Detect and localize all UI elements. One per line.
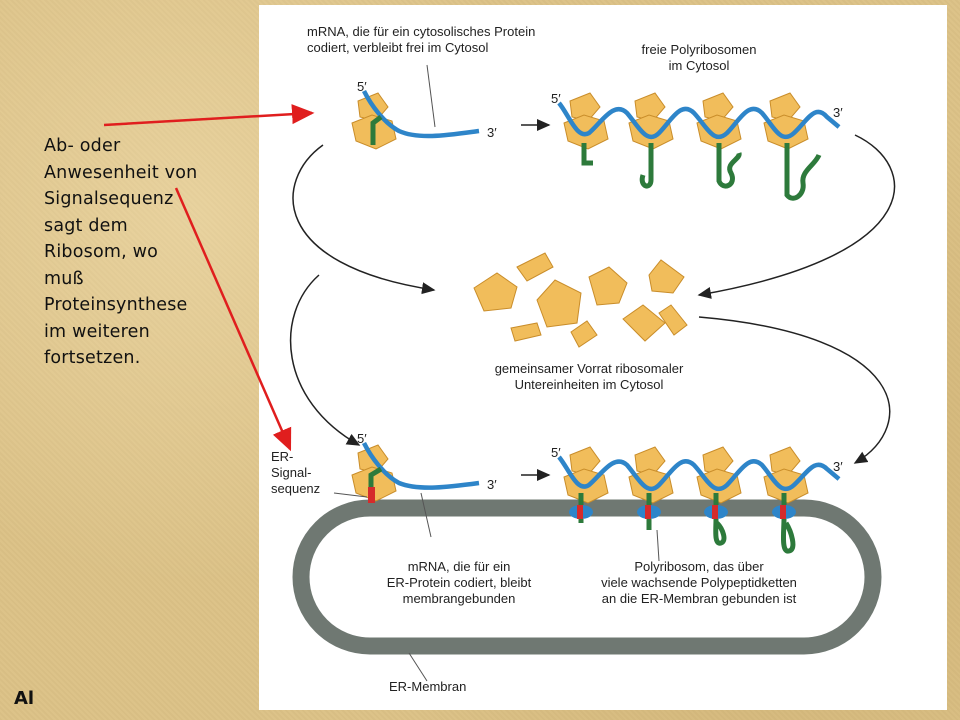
- label-mrna-cytosol-2: codiert, verbleibt frei im Cytosol: [307, 40, 488, 55]
- ribosome-subunit-pool: [473, 252, 688, 348]
- poly-er-leader-line: [656, 529, 660, 562]
- label-mrna-er-2: ER-Protein codiert, bleibt: [387, 575, 532, 590]
- label-pool-2: Untereinheiten im Cytosol: [515, 377, 664, 392]
- label-poly-er-2: viele wachsende Polypeptidketten: [601, 575, 797, 590]
- signal-leader-line: [333, 492, 368, 498]
- red-arrow-to-free-ribosome: [103, 104, 315, 127]
- five-prime-top-left: 5′: [357, 79, 367, 94]
- free-ribosome-cytosol: [351, 89, 480, 150]
- er-bound-ribosome: [351, 441, 480, 503]
- label-poly-er-3: an die ER-Membran gebunden ist: [602, 591, 797, 606]
- label-signal-1: ER-: [271, 449, 293, 464]
- arrow-from-pool-right: [698, 316, 891, 464]
- three-prime-bottom-right: 3′: [833, 459, 843, 474]
- diagram-panel: 5′ 3′ 5′ 3′ mRNA, die für ein cytosolisc…: [259, 5, 947, 710]
- arrow-from-pool-left: [289, 274, 361, 446]
- membrane-leader-line: [408, 652, 428, 682]
- arrow-to-pool-right: [697, 134, 896, 299]
- three-prime-bottom-left: 3′: [487, 477, 497, 492]
- free-polyribosome: [557, 92, 841, 201]
- label-mrna-cytosol-1: mRNA, die für ein cytosolisches Protein: [307, 24, 535, 39]
- er-polyribosome: [557, 446, 841, 554]
- red-arrow-to-signal-sequence: [174, 187, 292, 452]
- diagram-svg: 5′ 3′ 5′ 3′ mRNA, die für ein cytosolisc…: [271, 24, 896, 694]
- label-signal-3: sequenz: [271, 481, 320, 496]
- three-prime-top-left: 3′: [487, 125, 497, 140]
- five-prime-top-right: 5′: [551, 91, 561, 106]
- label-poly-er-1: Polyribosom, das über: [634, 559, 764, 574]
- label-pool-1: gemeinsamer Vorrat ribosomaler: [495, 361, 684, 376]
- three-prime-top-right: 3′: [833, 105, 843, 120]
- mrna-er-leader-line: [420, 492, 432, 538]
- annotation-note: Ab- oder Anwesenheit von Signalsequenz s…: [44, 136, 198, 368]
- arrow-to-pool-left: [292, 144, 436, 295]
- leader-line: [426, 64, 436, 128]
- label-signal-2: Signal-: [271, 465, 311, 480]
- label-membrane: ER-Membran: [389, 679, 466, 694]
- corner-label: Al: [14, 688, 35, 709]
- five-prime-bottom-left: 5′: [357, 431, 367, 446]
- label-mrna-er-3: membrangebunden: [403, 591, 516, 606]
- label-free-poly-2: im Cytosol: [669, 58, 730, 73]
- label-mrna-er-1: mRNA, die für ein: [408, 559, 511, 574]
- label-free-poly-1: freie Polyribosomen: [642, 42, 757, 57]
- five-prime-bottom-right: 5′: [551, 445, 561, 460]
